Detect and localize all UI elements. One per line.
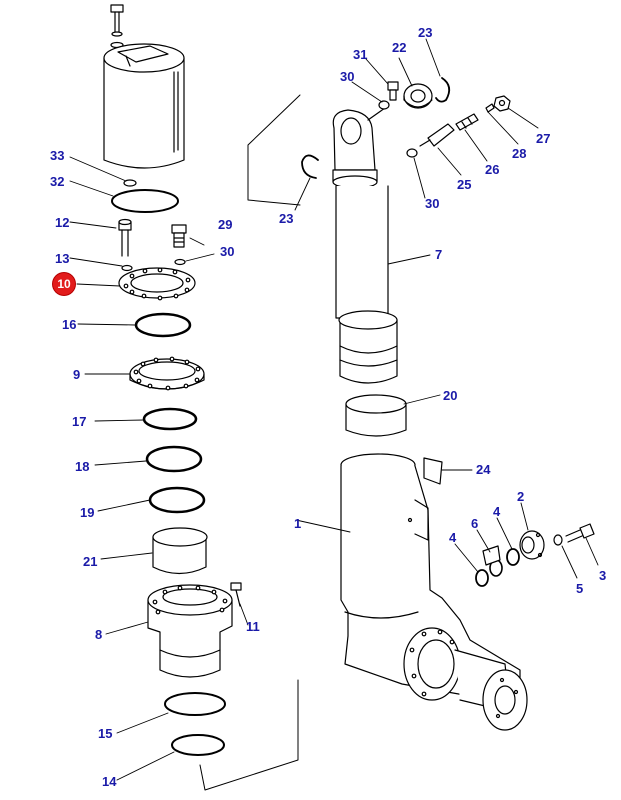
nut-27 xyxy=(494,96,510,111)
callout-31: 31 xyxy=(353,47,368,62)
seal-19 xyxy=(150,488,204,512)
callout-1: 1 xyxy=(294,516,302,531)
callout-10-highlighted: 10 xyxy=(53,273,75,295)
seal-4-left xyxy=(476,570,488,586)
snap-ring-23-right xyxy=(436,78,449,102)
callout-28: 28 xyxy=(512,146,527,161)
leader-lines xyxy=(70,39,598,780)
fitting-29 xyxy=(172,225,186,247)
callout-7: 7 xyxy=(435,247,443,262)
callout-32: 32 xyxy=(50,174,65,189)
seal-17 xyxy=(144,409,196,429)
seal-4-right xyxy=(507,549,519,565)
housing-1 xyxy=(341,454,527,730)
callout-24: 24 xyxy=(476,462,491,477)
callout-25: 25 xyxy=(457,177,472,192)
top-bolt xyxy=(111,5,123,48)
cylinder-7 xyxy=(333,108,397,383)
bushing-20 xyxy=(346,395,406,436)
callout-12: 12 xyxy=(55,215,70,230)
callout-14: 14 xyxy=(102,774,117,789)
callout-33: 33 xyxy=(50,148,65,163)
callout-26: 26 xyxy=(485,162,500,177)
o-ring-15 xyxy=(165,693,225,715)
o-ring-32 xyxy=(112,190,178,212)
o-ring-14 xyxy=(172,735,224,755)
washer-33 xyxy=(124,180,136,186)
callout-13: 13 xyxy=(55,251,70,266)
flange-plate-10 xyxy=(119,268,195,300)
pin-28 xyxy=(486,104,494,112)
bearing-22 xyxy=(404,84,432,108)
snap-ring-23-left xyxy=(302,155,318,178)
callout-30-left: 30 xyxy=(220,244,235,259)
callout-29: 29 xyxy=(218,217,233,232)
callout-15: 15 xyxy=(98,726,113,741)
callout-4-right: 4 xyxy=(493,504,501,519)
grease-fitting-25 xyxy=(420,124,454,146)
callout-4-left: 4 xyxy=(449,530,457,545)
callout-20: 20 xyxy=(443,388,458,403)
callout-9: 9 xyxy=(73,367,81,382)
callout-23-right: 23 xyxy=(418,25,433,40)
washer-30-top xyxy=(379,101,389,109)
callout-11: 11 xyxy=(246,619,260,634)
washer-30-right xyxy=(407,149,417,157)
flange-9 xyxy=(130,357,204,390)
packing-16 xyxy=(136,314,190,336)
gland-8 xyxy=(148,585,232,677)
washer-5 xyxy=(554,535,562,545)
callout-16: 16 xyxy=(62,317,77,332)
bolt-12 xyxy=(119,220,131,257)
tag-6 xyxy=(483,546,500,565)
plug-11 xyxy=(231,583,241,606)
bracket-top xyxy=(248,95,300,205)
bolt-3 xyxy=(566,524,594,542)
callout-8: 8 xyxy=(95,627,103,642)
callout-21: 21 xyxy=(83,554,98,569)
cap-2 xyxy=(520,531,544,559)
callout-2: 2 xyxy=(517,489,525,504)
washer-30-left xyxy=(175,260,185,265)
bushing-21 xyxy=(153,528,207,574)
callout-30-right: 30 xyxy=(425,196,440,211)
callout-18: 18 xyxy=(75,459,90,474)
seal-18 xyxy=(147,447,201,471)
plate-24 xyxy=(424,458,442,484)
connector-26 xyxy=(456,114,478,130)
washer-13 xyxy=(122,266,132,271)
callout-30-top: 30 xyxy=(340,69,355,84)
callout-27: 27 xyxy=(536,131,551,146)
bracket-bottom xyxy=(200,680,298,790)
callout-17: 17 xyxy=(72,414,87,429)
callout-6: 6 xyxy=(471,516,479,531)
callout-23-left: 23 xyxy=(279,211,294,226)
callout-22: 22 xyxy=(392,40,407,55)
fitting-31 xyxy=(388,82,398,100)
callout-3: 3 xyxy=(599,568,607,583)
top-cover xyxy=(104,44,184,168)
callout-19: 19 xyxy=(80,505,95,520)
callout-5: 5 xyxy=(576,581,584,596)
